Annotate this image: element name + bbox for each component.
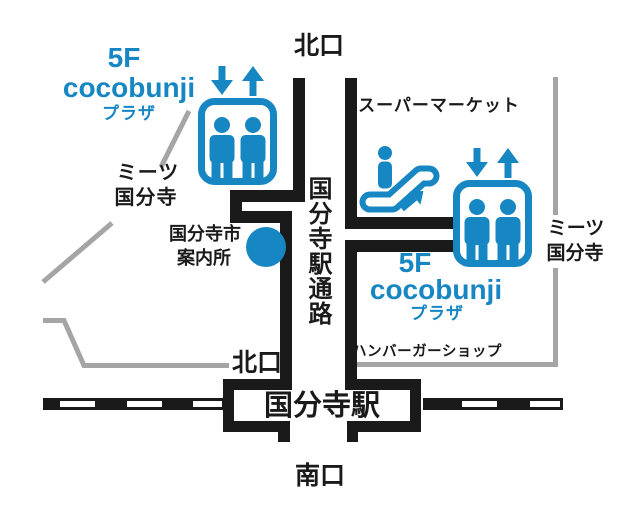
elevator-icon-left [202,66,274,182]
meets-kokubunji-right-line2: 国分寺 [546,243,604,264]
cocobunji-right-name: cocobunji [369,274,503,305]
cocobunji-right-type: プラザ [410,304,464,323]
escalator-icon [370,146,429,216]
north-exit-label-bottom: 北口 [231,349,283,377]
supermarket-label: スーパーマーケット [358,96,520,115]
building-outline-right [352,77,558,367]
station-box [223,379,421,442]
cocobunji-right-floor: 5F [398,247,432,278]
south-exit-label: 南口 [294,462,346,490]
cocobunji-left-type: プラザ [102,104,156,123]
passage-label: 国分寺駅通路 [308,176,333,328]
cocobunji-left-name: cocobunji [62,72,196,103]
railway-line-left [43,398,223,410]
hamburger-shop-label: ハンバーガーショップ [352,344,502,360]
cocobunji-left-floor: 5F [107,42,141,73]
railway-line-right [423,398,563,410]
elevator-icon-right [457,148,529,264]
meets-kokubunji-left-line2: 国分寺 [114,187,178,209]
meets-kokubunji-right-line1: ミーツ [547,218,605,239]
meets-kokubunji-left-line1: ミーツ [116,162,180,184]
info-center-dot [246,227,286,267]
station-name-label: 国分寺駅 [263,390,381,422]
north-exit-label-top: 北口 [293,32,345,60]
passage-walls [230,78,457,379]
info-center-label-line2: 案内所 [177,248,231,268]
info-center-label-line1: 国分寺市 [169,224,241,244]
